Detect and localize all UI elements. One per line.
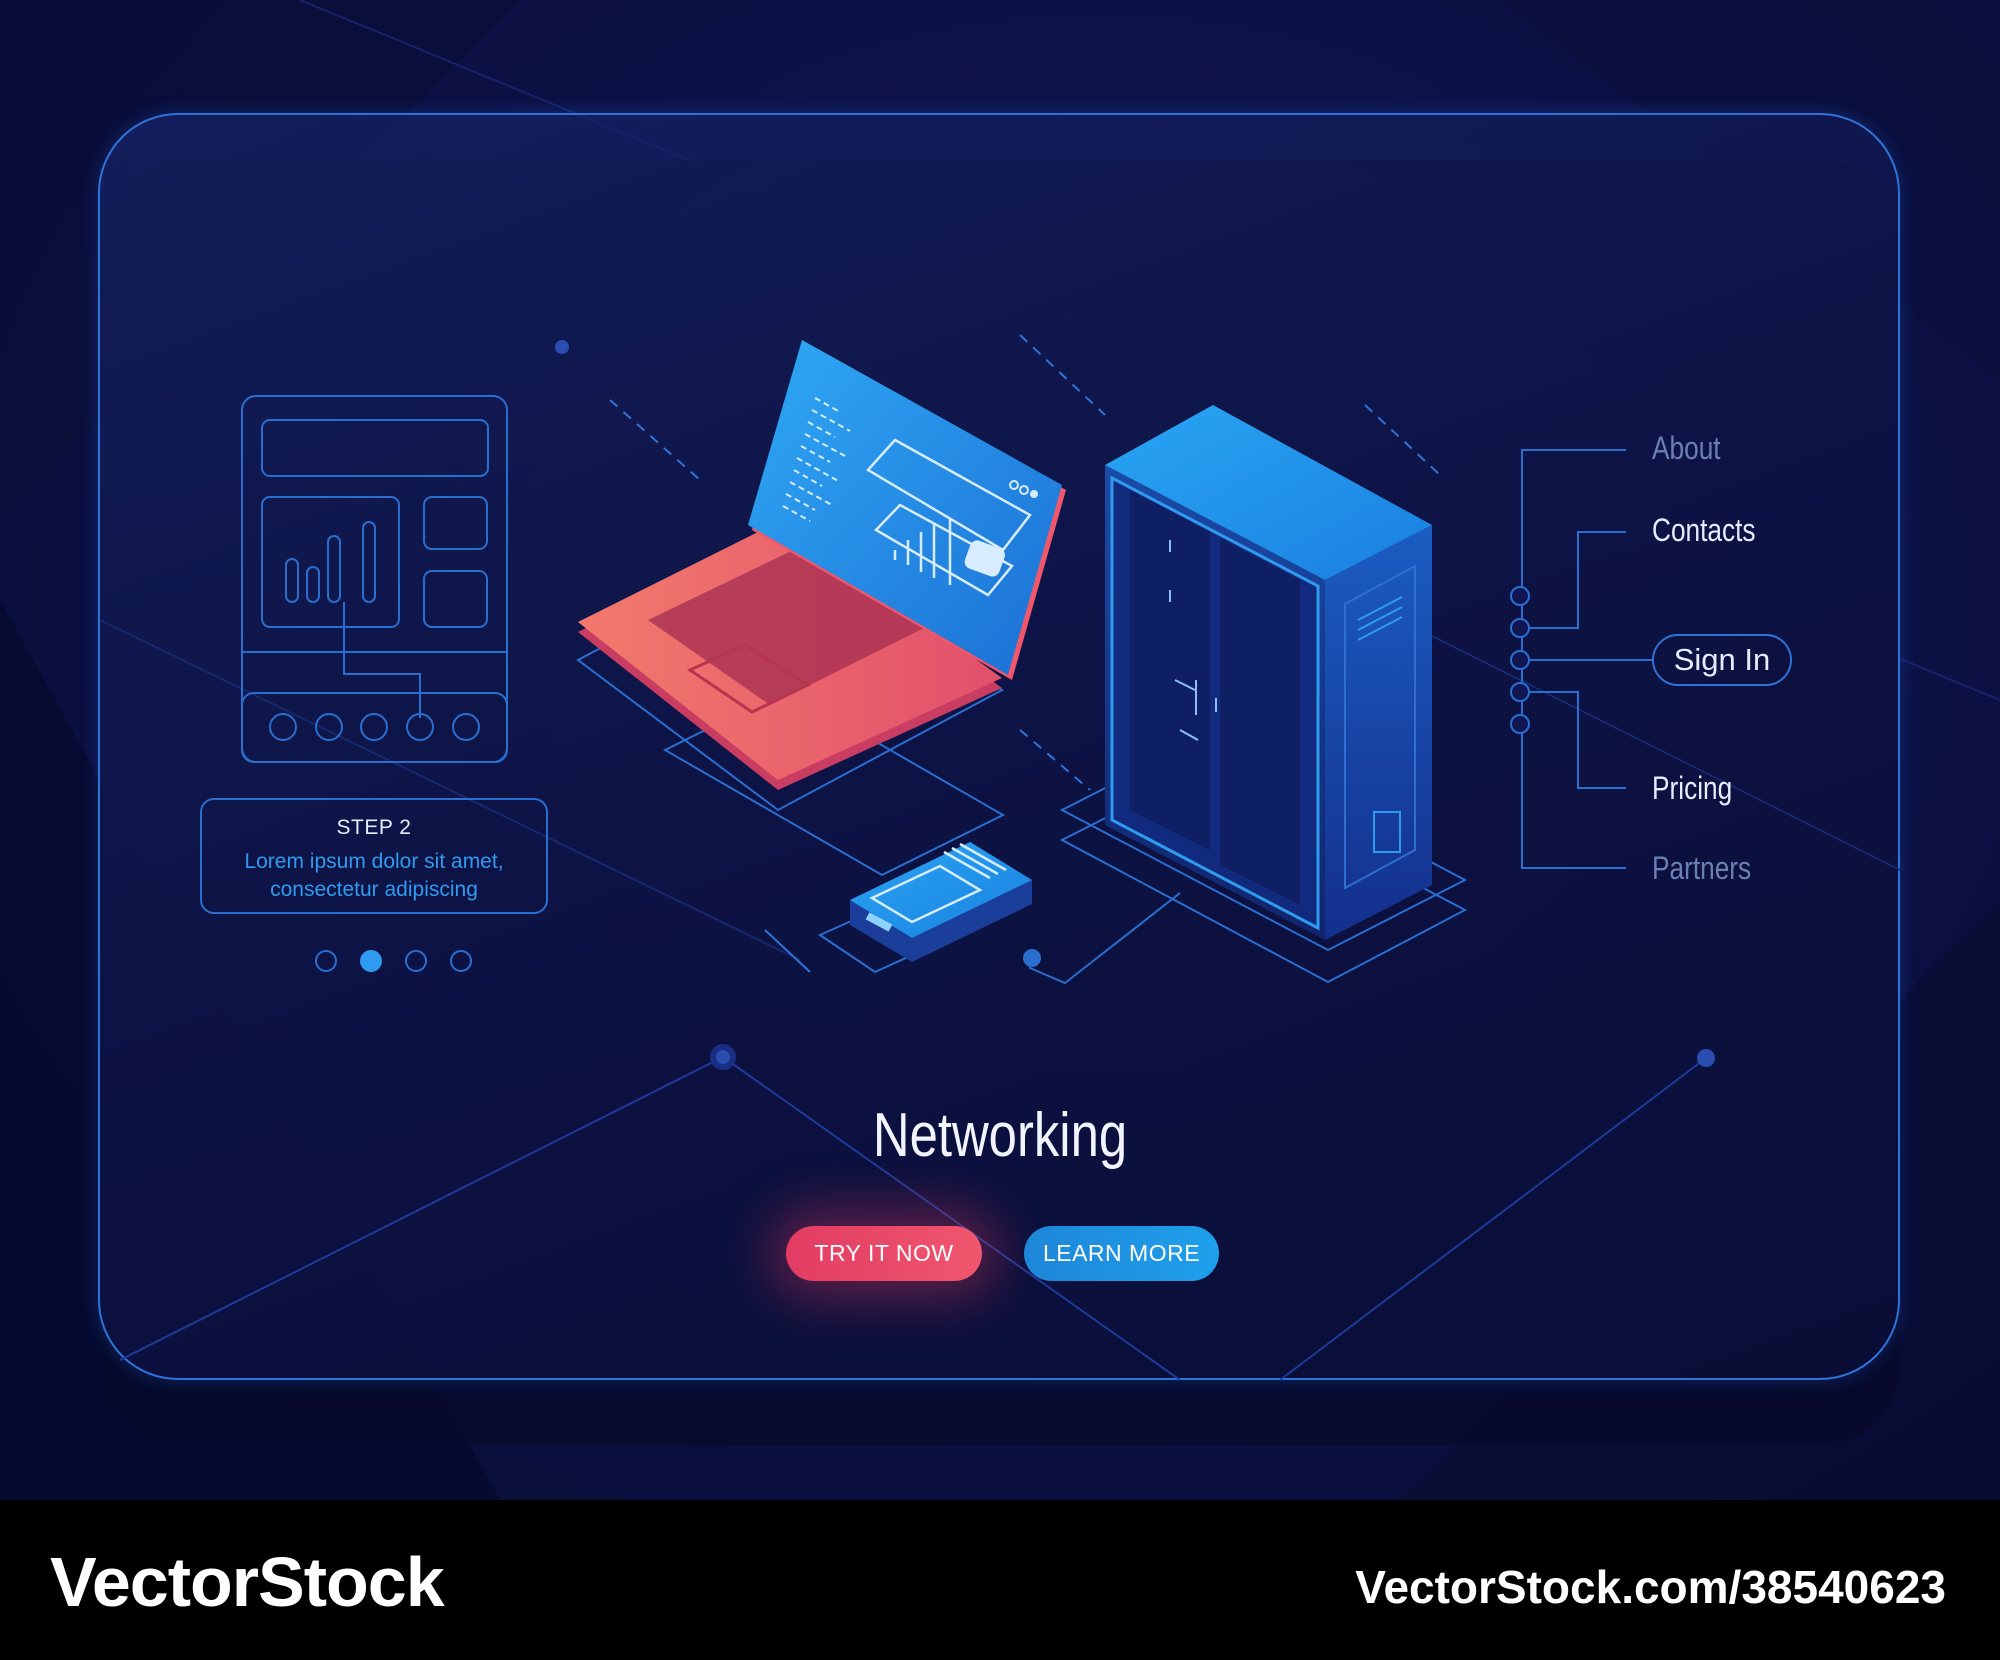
laptop-illustration (576, 340, 1066, 877)
nav-contacts[interactable]: Contacts (1652, 512, 1756, 548)
footer-bar: VectorStock VectorStock.com/38540623 (0, 1500, 2000, 1660)
step-dot-1[interactable] (315, 950, 337, 972)
isometric-illustration (99, 334, 1901, 1381)
nav-partners[interactable]: Partners (1652, 850, 1752, 886)
network-lines (99, 334, 1901, 1381)
brand-logo: VectorStock (50, 1543, 445, 1621)
learn-more-button[interactable]: LEARN MORE (1024, 1226, 1219, 1281)
landing-panel (98, 113, 1900, 1380)
step-dot-3[interactable] (405, 950, 427, 972)
image-url: VectorStock.com/38540623 (1355, 1561, 1946, 1613)
hero-title: Networking (872, 1101, 1128, 1170)
nav-about[interactable]: About (1652, 430, 1721, 466)
sign-in-button[interactable]: Sign In (1652, 634, 1792, 686)
step-card: STEP 2 Lorem ipsum dolor sit amet, conse… (200, 798, 548, 914)
step-description: Lorem ipsum dolor sit amet, consectetur … (244, 850, 504, 901)
router-illustration (817, 842, 1032, 974)
nav-tree-lines (1510, 449, 1652, 869)
stage: STEP 2 Lorem ipsum dolor sit amet, conse… (0, 0, 2000, 1500)
nav-pricing[interactable]: Pricing (1652, 770, 1733, 806)
step-dot-4[interactable] (450, 950, 472, 972)
wireframe-device (241, 395, 508, 763)
server-cabinet-illustration (1105, 405, 1432, 940)
step-dot-2[interactable] (360, 950, 382, 972)
step-title: STEP 2 (336, 816, 412, 839)
try-it-now-button[interactable]: TRY IT NOW (786, 1226, 982, 1281)
